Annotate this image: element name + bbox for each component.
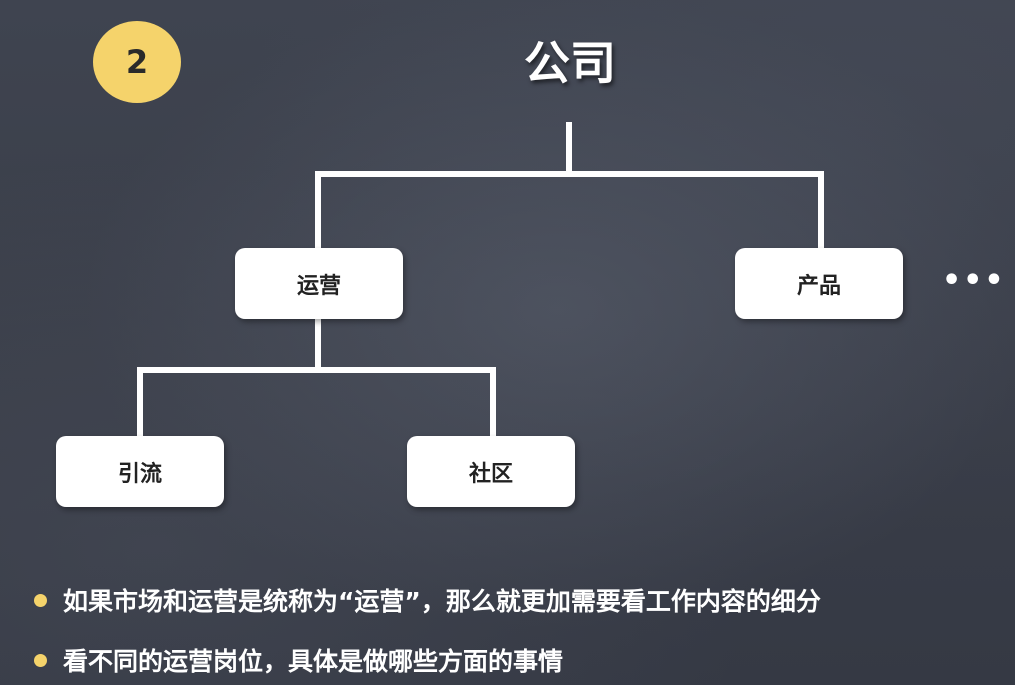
connector-to-yinliu — [137, 367, 143, 437]
connector-to-shequ — [490, 367, 496, 437]
connector-level1-bar — [315, 171, 824, 177]
node-chanpin: 产品 — [735, 248, 903, 319]
slide-number-badge: 2 — [93, 21, 181, 103]
connector-yunying-stem — [315, 318, 321, 372]
node-yinliu: 引流 — [56, 436, 224, 507]
bullet-item-2: 看不同的运营岗位，具体是做哪些方面的事情 — [34, 642, 563, 678]
slide-number: 2 — [125, 43, 149, 81]
bullet-text-1: 如果市场和运营是统称为“运营”，那么就更加需要看工作内容的细分 — [63, 587, 821, 616]
bullet-item-1: 如果市场和运营是统称为“运营”，那么就更加需要看工作内容的细分 — [34, 582, 821, 618]
bullet-dot-icon — [34, 593, 47, 607]
diagram-root-title: 公司 — [524, 36, 616, 90]
bullet-text-2: 看不同的运营岗位，具体是做哪些方面的事情 — [63, 647, 564, 676]
node-yunying: 运营 — [235, 248, 403, 319]
connector-to-yunying — [315, 171, 321, 249]
connector-level2-bar — [137, 367, 496, 373]
connector-root-stem — [566, 122, 572, 176]
bullet-dot-icon — [34, 653, 47, 667]
more-ellipsis: ••• — [942, 263, 1006, 298]
node-shequ: 社区 — [407, 436, 575, 507]
connector-to-chanpin — [818, 171, 824, 249]
